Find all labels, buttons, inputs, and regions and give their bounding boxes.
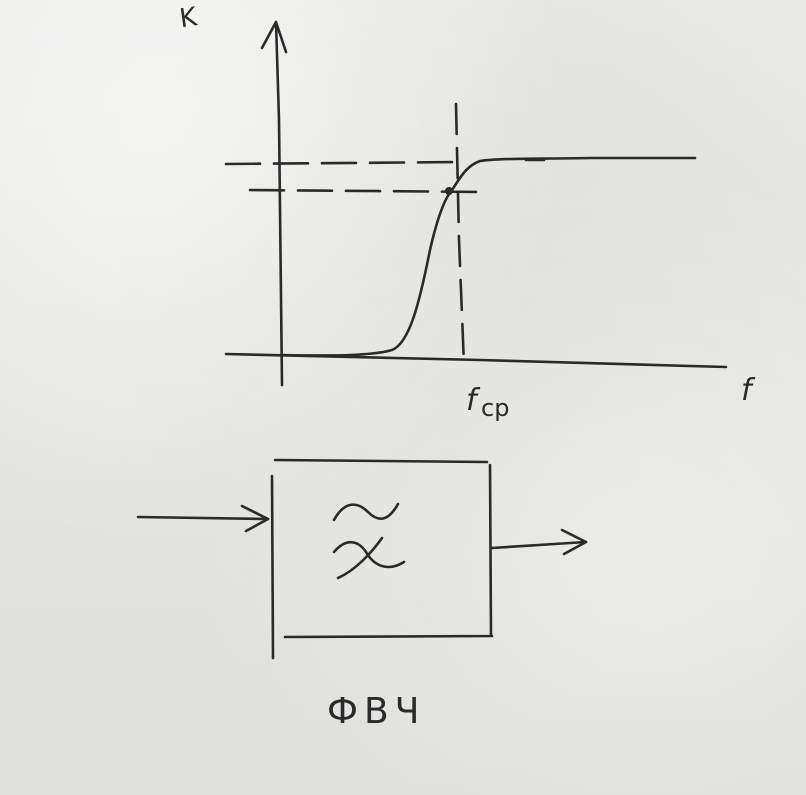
upper-level-dashed-line — [224, 160, 466, 166]
filter-symbol: ≈ — [0, 0, 406, 580]
y-axis-arrow-icon — [260, 20, 288, 54]
cutoff-frequency-label: f cp — [466, 383, 509, 422]
input-arrow — [136, 515, 270, 521]
tilde-upper — [332, 502, 400, 522]
filter-block — [270, 458, 494, 660]
tilde-lower — [332, 540, 406, 569]
y-axis — [274, 20, 284, 387]
cutoff-frequency-dashed-line — [454, 102, 466, 367]
y-axis-label: K — [178, 2, 200, 34]
input-arrow-head-icon — [240, 504, 270, 533]
cutoff-label-main: f — [466, 383, 481, 418]
x-axis-label: f — [741, 373, 756, 408]
cutoff-point — [445, 187, 453, 195]
tilde-lower-cross — [336, 536, 384, 580]
diagram-caption: ФВЧ — [327, 691, 425, 732]
frequency-response-graph: K f f cp — [178, 2, 756, 422]
output-arrow — [490, 540, 588, 550]
cutoff-label-subscript: cp — [481, 394, 509, 422]
filter-symbol-text: ≈ — [0, 0, 1, 1]
response-curve — [280, 156, 697, 357]
output-arrow-head-icon — [560, 528, 588, 556]
filter-block-diagram: ≈ — [0, 0, 588, 660]
